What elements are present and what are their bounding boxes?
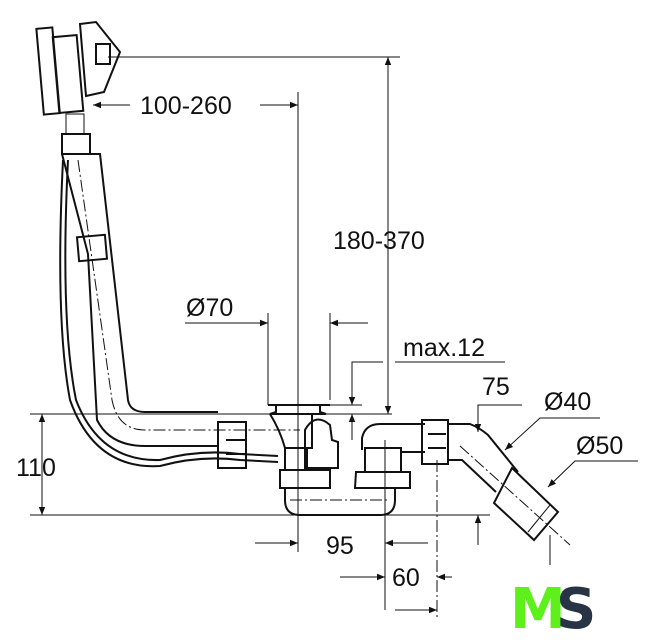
logo-m: M bbox=[510, 577, 566, 640]
label-overflow-reach: 100-260 bbox=[140, 92, 232, 120]
ms-logo: M S bbox=[510, 577, 596, 640]
overflow-assembly bbox=[35, 20, 300, 469]
dimension-lines bbox=[30, 56, 638, 620]
label-outlet-offset: 60 bbox=[392, 564, 420, 592]
label-outlet-diameter-40: Ø40 bbox=[544, 388, 591, 416]
label-waste-diameter: Ø70 bbox=[186, 294, 233, 322]
label-rim-thickness: max.12 bbox=[403, 334, 485, 362]
label-trap-height: 110 bbox=[16, 454, 56, 482]
label-overflow-height: 180-370 bbox=[333, 227, 425, 255]
label-waste-to-outlet: 95 bbox=[326, 532, 354, 560]
label-outlet-length: 75 bbox=[482, 373, 510, 401]
logo-s: S bbox=[556, 577, 596, 640]
label-outlet-diameter-50: Ø50 bbox=[576, 432, 623, 460]
waste-and-trap bbox=[268, 404, 571, 546]
